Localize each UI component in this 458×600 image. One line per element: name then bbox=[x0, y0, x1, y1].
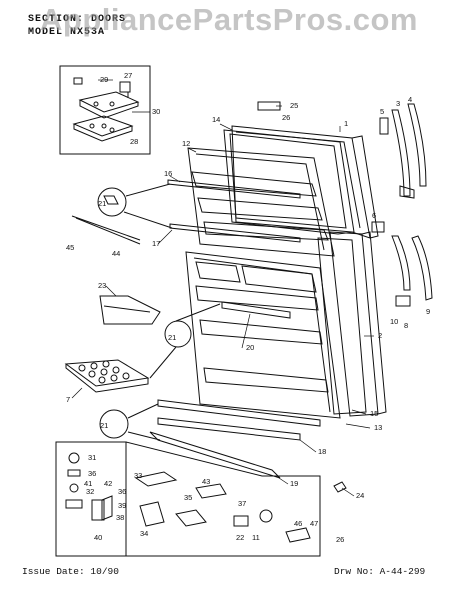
callout-15: 15 bbox=[370, 409, 378, 418]
callout-9: 9 bbox=[426, 307, 430, 316]
callout-labels: 1 2 3 4 5 6 7 8 9 10 12 13 14 15 16 17 1… bbox=[66, 71, 430, 544]
callout-45: 45 bbox=[66, 243, 74, 252]
fresh-food-door-gasket bbox=[317, 237, 367, 415]
callout-24: 24 bbox=[356, 491, 364, 500]
issue-date-label: Issue Date: 10/90 bbox=[22, 566, 119, 577]
callout-17: 17 bbox=[152, 239, 160, 248]
fresh-food-door-handle bbox=[371, 221, 433, 307]
freezer-door-liner bbox=[187, 147, 335, 257]
callout-2: 2 bbox=[378, 331, 382, 340]
callout-36-b: 36 bbox=[118, 487, 126, 496]
section-label: SECTION: DOORS bbox=[28, 14, 127, 25]
callout-22: 22 bbox=[236, 533, 244, 542]
callout-40: 40 bbox=[94, 533, 102, 542]
fresh-food-door-liner bbox=[185, 251, 341, 419]
callout-5: 5 bbox=[380, 107, 384, 116]
callout-26: 26 bbox=[282, 113, 290, 122]
callout-3: 3 bbox=[396, 99, 400, 108]
callout-21-c: 21 bbox=[100, 421, 108, 430]
callout-42: 42 bbox=[104, 479, 112, 488]
watermark: AppliancePartsPros.com bbox=[40, 2, 418, 37]
callout-13: 13 bbox=[374, 423, 382, 432]
callout-32: 32 bbox=[86, 487, 94, 496]
fresh-food-door-outer-panel bbox=[329, 231, 387, 417]
callout-8: 8 bbox=[404, 321, 408, 330]
callout-41: 41 bbox=[84, 479, 92, 488]
freezer-door-handle bbox=[379, 103, 427, 199]
shelf-bar-clip-detail-circle bbox=[97, 187, 127, 217]
freezer-shelf-bar-lower bbox=[169, 223, 301, 243]
callout-35: 35 bbox=[184, 493, 192, 502]
callout-34: 34 bbox=[140, 529, 148, 538]
callout-26-b: 26 bbox=[336, 535, 344, 544]
egg-tray bbox=[64, 359, 150, 393]
callout-12: 12 bbox=[182, 139, 190, 148]
callout-23: 23 bbox=[98, 281, 106, 290]
callout-4: 4 bbox=[408, 95, 412, 104]
callout-29: 29 bbox=[100, 75, 108, 84]
leader-lines bbox=[71, 79, 374, 497]
model-label: MODEL NX53A bbox=[28, 27, 106, 38]
shelf-bar-clip-detail-circle-3 bbox=[99, 409, 129, 439]
callout-44: 44 bbox=[112, 249, 120, 258]
callout-21-a: 21 bbox=[98, 199, 106, 208]
callout-37: 37 bbox=[238, 499, 246, 508]
door-stop-part bbox=[333, 481, 347, 493]
bottom-hinge-detail-box bbox=[55, 441, 321, 557]
door-rod bbox=[71, 215, 141, 241]
door-bottom-bar bbox=[157, 399, 321, 427]
callout-43: 43 bbox=[202, 477, 210, 486]
door-bottom-grille bbox=[149, 431, 281, 479]
callout-33: 33 bbox=[134, 471, 142, 480]
door-plate bbox=[257, 101, 281, 111]
callout-18: 18 bbox=[318, 447, 326, 456]
callout-19: 19 bbox=[290, 479, 298, 488]
callout-39: 39 bbox=[118, 501, 126, 510]
shelf-bar-clip-detail-circle-2 bbox=[164, 320, 192, 348]
callout-20: 20 bbox=[246, 343, 254, 352]
dairy-compartment bbox=[99, 295, 161, 325]
callout-46: 46 bbox=[294, 519, 302, 528]
fresh-food-shelf-bar bbox=[221, 301, 291, 319]
callout-1: 1 bbox=[344, 119, 348, 128]
callout-25: 25 bbox=[290, 101, 298, 110]
callout-47: 47 bbox=[310, 519, 318, 528]
callout-27: 27 bbox=[124, 71, 132, 80]
callout-36: 36 bbox=[88, 469, 96, 478]
callout-10: 10 bbox=[390, 317, 398, 326]
callout-38: 38 bbox=[116, 513, 124, 522]
callout-21-b: 21 bbox=[168, 333, 176, 342]
freezer-shelf-bar-upper bbox=[167, 179, 301, 199]
drawing-number-label: Drw No: A-44-299 bbox=[334, 566, 426, 577]
callout-14: 14 bbox=[212, 115, 220, 124]
callout-7: 7 bbox=[66, 395, 70, 404]
callout-16: 16 bbox=[164, 169, 172, 178]
top-hinge-detail-box bbox=[59, 65, 151, 155]
callout-28: 28 bbox=[130, 137, 138, 146]
callout-11: 11 bbox=[252, 533, 260, 542]
callout-30: 30 bbox=[152, 107, 160, 116]
callout-6: 6 bbox=[372, 211, 376, 220]
callout-31: 31 bbox=[88, 453, 96, 462]
